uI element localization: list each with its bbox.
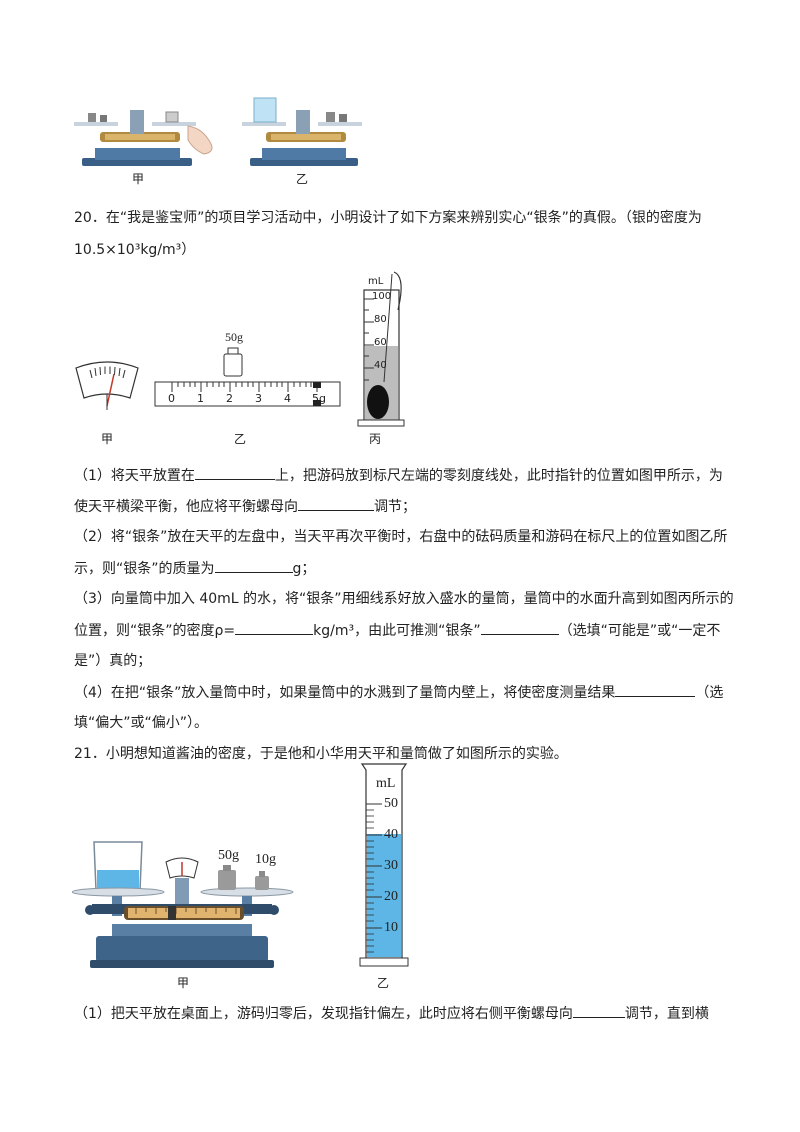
q21-part1-line1: （1）把天平放在桌面上，游码归零后，发现指针偏左，此时应将右侧平衡螺母向调节，直… <box>74 1003 709 1024</box>
top-balance-figure-jia <box>74 110 213 166</box>
q20-cylinder-figure-bing <box>357 271 405 427</box>
q20-weight-label: 50g <box>225 330 243 344</box>
top-caption-jia: 甲 <box>132 172 145 186</box>
q21-cylinder-tick-40: 40 <box>384 827 398 842</box>
q20-blank-density[interactable] <box>235 620 314 635</box>
q20-part3-line1: （3）向量筒中加入 40mL 的水，将“银条”用细线系好放入盛水的量筒，量筒中的… <box>74 591 734 607</box>
q20-ruler-tick-5: 5g <box>312 392 326 405</box>
q21-caption-jia: 甲 <box>177 976 190 990</box>
q20-cylinder-unit: mL <box>368 276 384 287</box>
q20-dial-figure-jia <box>75 361 139 410</box>
q20-cylinder-tick-100: 100 <box>372 291 392 302</box>
top-caption-yi: 乙 <box>296 172 309 186</box>
q20-part4-line1: （4）在把“银条”放入量筒中时，如果量筒中的水溅到了量筒内壁上，将使密度测量结果… <box>74 682 723 703</box>
q21-cylinder-tick-30: 30 <box>384 858 398 873</box>
q21-cylinder-tick-50: 50 <box>384 796 398 811</box>
q21-caption-yi: 乙 <box>377 976 390 990</box>
q20-caption-bing: 丙 <box>369 432 382 446</box>
q20-cylinder-tick-60: 60 <box>374 337 387 348</box>
q21-cylinder-figure-yi <box>359 763 409 967</box>
q20-ruler-tick-4: 4 <box>284 392 291 405</box>
q20-part3-line2: 位置，则“银条”的密度ρ=kg/m³，由此可推测“银条”（选填“可能是”或“一定… <box>74 620 720 641</box>
q21-weight-50g-label: 50g <box>218 848 239 863</box>
q20-ruler-tick-3: 3 <box>255 392 262 405</box>
q21-stem: 21．小明想知道酱油的密度，于是他和小华用天平和量筒做了如图所示的实验。 <box>74 746 568 762</box>
q21-balance-figure-jia <box>72 841 294 968</box>
q21-cylinder-tick-10: 10 <box>384 920 398 935</box>
q20-ruler-figure-yi <box>154 347 341 407</box>
q20-blank-direction[interactable] <box>298 496 374 511</box>
top-balance-figure-yi <box>242 97 362 166</box>
q20-blank-judgement[interactable] <box>480 620 559 635</box>
q21-blank-direction[interactable] <box>572 1003 625 1018</box>
q20-blank-surface[interactable] <box>194 465 275 480</box>
q20-blank-mass[interactable] <box>214 558 293 573</box>
q20-cylinder-tick-40: 40 <box>374 360 387 371</box>
q20-caption-jia: 甲 <box>101 432 114 446</box>
q21-cylinder-unit: mL <box>376 776 396 791</box>
q20-part3-line3: 是”）真的； <box>74 653 152 669</box>
q20-ruler-tick-0: 0 <box>168 392 175 405</box>
q20-stem-line1: 20．在“我是鉴宝师”的项目学习活动中，小明设计了如下方案来辨别实心“银条”的真… <box>74 210 702 226</box>
q21-weight-10g-label: 10g <box>255 852 276 867</box>
q20-part4-line2: 填“偏大”或“偏小”）。 <box>74 715 209 731</box>
q20-caption-yi: 乙 <box>234 432 247 446</box>
q20-part2-line1: （2）将“银条”放在天平的左盘中，当天平再次平衡时，右盘中的砝码质量和游码在标尺… <box>74 529 728 545</box>
q20-cylinder-tick-80: 80 <box>374 314 387 325</box>
q20-stem-line2: 10.5×10³kg/m³） <box>74 242 196 258</box>
q20-part1-line2: 使天平横梁平衡，他应将平衡螺母向调节； <box>74 496 416 517</box>
q20-part1-line1: （1）将天平放置在上，把游码放到标尺左端的零刻度线处，此时指针的位置如图甲所示，… <box>74 465 723 486</box>
q21-cylinder-tick-20: 20 <box>384 889 398 904</box>
q20-blank-result[interactable] <box>615 682 696 697</box>
q20-ruler-tick-1: 1 <box>197 392 204 405</box>
q20-ruler-tick-2: 2 <box>226 392 233 405</box>
